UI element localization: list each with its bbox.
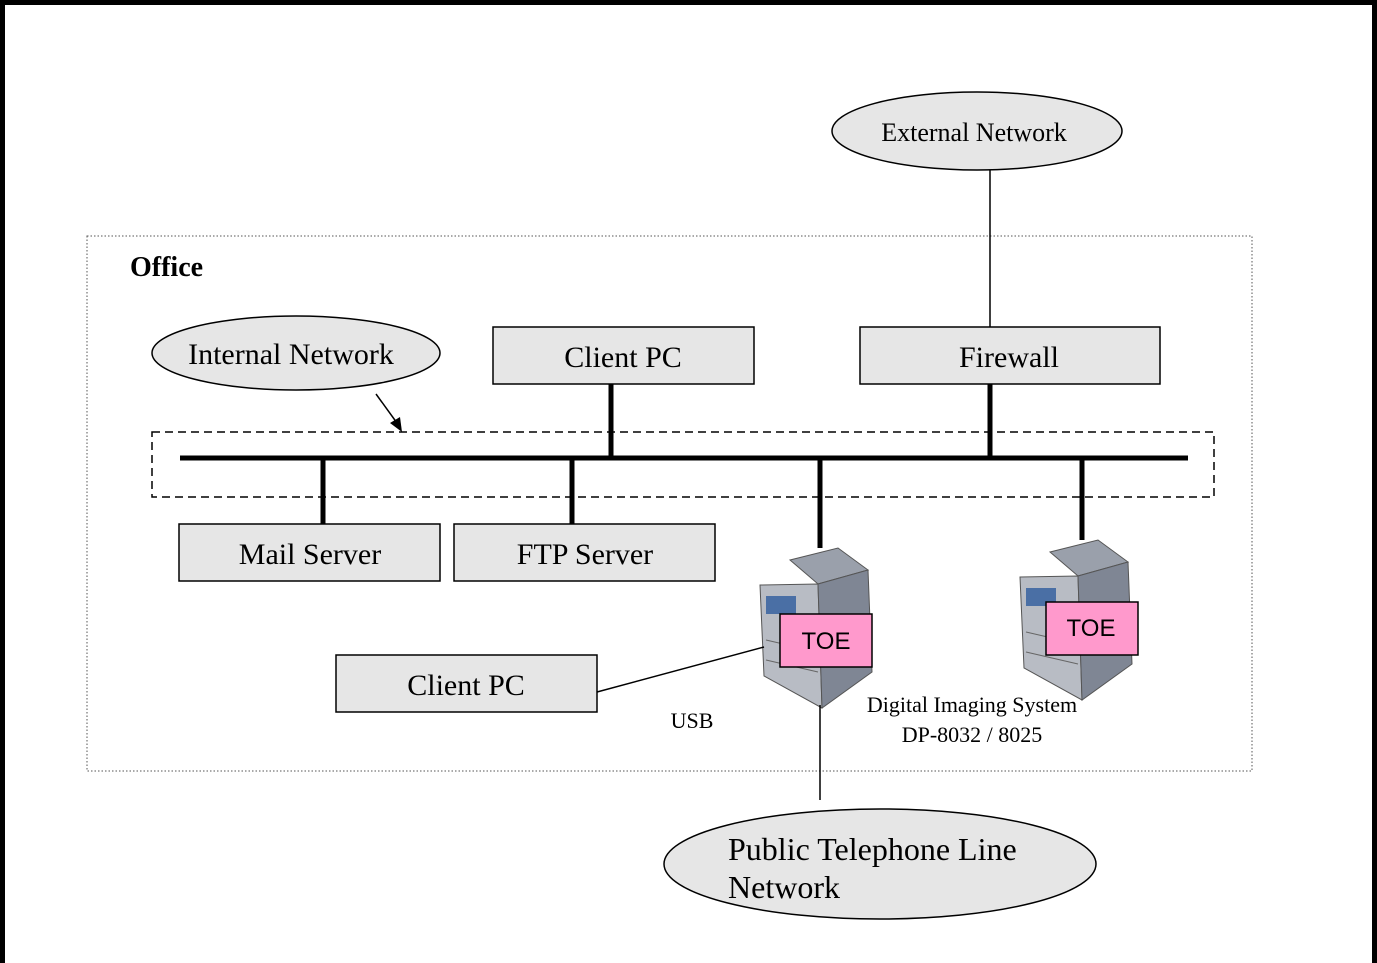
- internal-network-area: [151, 431, 1215, 498]
- client-pc-top-box: [492, 326, 755, 385]
- internal-network-ellipse: [151, 315, 441, 391]
- ftp-server-box: [453, 523, 716, 582]
- system-name-label: Digital Imaging System: [867, 692, 1077, 717]
- external-network-label: External Network: [881, 118, 1067, 147]
- public-telephone-label-line1: Public Telephone Line: [728, 831, 1017, 867]
- office-label: Office: [130, 252, 203, 283]
- internal-network-arrowhead: [390, 417, 402, 432]
- firewall-label: Firewall: [959, 341, 1059, 374]
- internal-network-label: Internal Network: [188, 338, 394, 371]
- toe-left-box: [779, 613, 873, 668]
- office-boundary: [86, 235, 1253, 772]
- system-model-label: DP-8032 / 8025: [902, 722, 1043, 747]
- usb-link: [596, 646, 765, 693]
- toe-left-label: TOE: [802, 628, 851, 655]
- mail-server-label: Mail Server: [239, 538, 381, 571]
- client-pc-top-label: Client PC: [564, 341, 682, 374]
- mail-server-box: [178, 523, 441, 582]
- ftp-server-label: FTP Server: [517, 538, 653, 571]
- external-network-ellipse: [831, 91, 1123, 171]
- toe-right-box: [1045, 601, 1139, 656]
- usb-label: USB: [671, 708, 714, 733]
- toe-right-label: TOE: [1067, 615, 1116, 642]
- public-telephone-ellipse: [663, 808, 1097, 920]
- public-telephone-label-line2: Network: [728, 869, 840, 905]
- internal-network-arrow: [375, 393, 398, 424]
- client-pc-usb-label: Client PC: [407, 669, 525, 702]
- client-pc-usb-box: [335, 654, 598, 713]
- firewall-box: [859, 326, 1161, 385]
